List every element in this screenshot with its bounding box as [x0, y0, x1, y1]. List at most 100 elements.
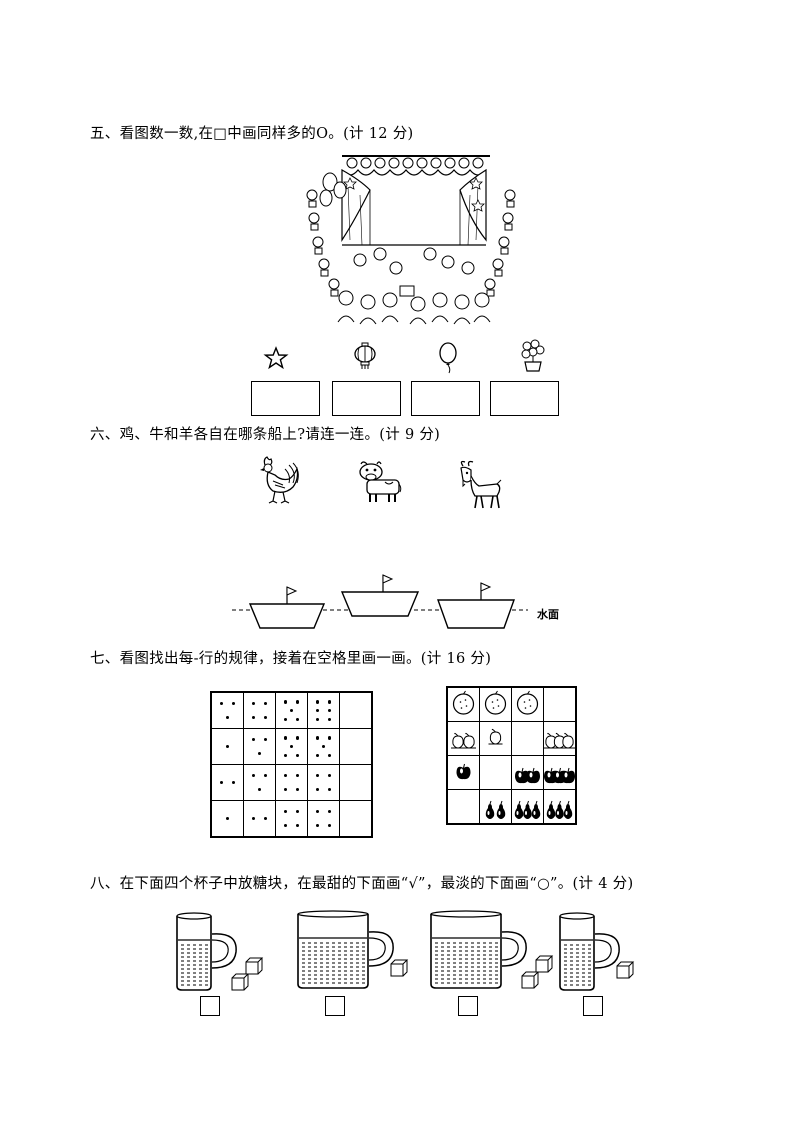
dot [225, 744, 230, 749]
fruit-grid-row [446, 686, 577, 722]
dot-cell [276, 729, 307, 764]
peach-icon [488, 728, 503, 745]
dot [263, 816, 268, 821]
cow-icon[interactable] [355, 460, 403, 504]
dot [283, 753, 288, 757]
blank-cell[interactable] [340, 729, 371, 764]
fruit-cell [448, 722, 479, 755]
boats-illustration [232, 574, 528, 629]
sugar-cup-3 [430, 910, 554, 989]
dot [315, 773, 320, 778]
dot [295, 717, 300, 721]
dot [283, 717, 288, 721]
apple-icon [456, 763, 471, 780]
water-surface-label: 水面 [537, 608, 559, 621]
dot [289, 744, 294, 749]
dot [263, 715, 268, 720]
dot-cell [308, 729, 339, 764]
blank-cell[interactable] [448, 790, 479, 823]
fruit-cell [544, 790, 575, 823]
fruit-grid-row [446, 755, 577, 790]
dot [327, 823, 332, 828]
dot [295, 736, 300, 740]
dot [327, 753, 332, 757]
sugar-cube-icon [616, 961, 635, 979]
dot [321, 744, 326, 749]
answer-box-cup-2[interactable] [325, 996, 345, 1016]
dot [327, 708, 332, 713]
dot [219, 780, 224, 785]
blank-cell[interactable] [340, 801, 371, 836]
dot [283, 773, 288, 778]
pear-icon [485, 800, 506, 819]
fruit-cell [544, 756, 575, 789]
lantern-icon [354, 342, 376, 369]
fruit-cell [512, 790, 543, 823]
dot-grid-row [210, 728, 373, 765]
dot [257, 787, 262, 792]
answer-box-lantern[interactable] [332, 381, 401, 416]
sugar-cube-icon [521, 971, 540, 989]
dot [225, 715, 230, 720]
blank-cell[interactable] [544, 688, 575, 721]
dot [251, 701, 256, 706]
blank-cell[interactable] [512, 722, 543, 755]
dot-cell [308, 801, 339, 836]
dot [225, 816, 230, 821]
dot [315, 787, 320, 792]
sugar-cup-1 [176, 912, 264, 991]
star-icon [263, 346, 289, 370]
fruit-grid-row [446, 789, 577, 825]
dot-grid-row [210, 800, 373, 838]
dot [327, 700, 332, 704]
sugar-cube-icon [535, 955, 554, 973]
dot [295, 700, 300, 704]
dot-cell [212, 693, 243, 728]
dot [295, 809, 300, 814]
dot [251, 816, 256, 821]
apple-icon [544, 767, 575, 784]
dot [327, 773, 332, 778]
pear-icon [514, 800, 541, 819]
fruit-cell [544, 722, 575, 755]
blank-cell[interactable] [340, 765, 371, 800]
dot [263, 737, 268, 742]
blank-cell[interactable] [340, 693, 371, 728]
question-7-title: 七、看图找出每-行的规律，接着在空格里画一画。(计 16 分) [90, 651, 492, 667]
answer-box-balloon[interactable] [411, 381, 480, 416]
dot [327, 809, 332, 814]
answer-box-flower-pot[interactable] [490, 381, 559, 416]
answer-box-star[interactable] [251, 381, 320, 416]
dot-cell [212, 729, 243, 764]
answer-box-cup-4[interactable] [583, 996, 603, 1016]
stage-scene-illustration [306, 155, 516, 325]
sugar-cup-2 [297, 910, 409, 989]
dot [283, 700, 288, 704]
blank-cell[interactable] [480, 756, 511, 789]
dot [327, 787, 332, 792]
dot [295, 753, 300, 757]
dot [257, 751, 262, 756]
dot [315, 823, 320, 828]
dot [295, 787, 300, 792]
dot [283, 736, 288, 740]
answer-box-cup-1[interactable] [200, 996, 220, 1016]
dot-cell [276, 801, 307, 836]
peach-icon [544, 732, 575, 749]
goat-icon[interactable] [455, 460, 505, 510]
dot-grid-row [210, 691, 373, 729]
dot [263, 701, 268, 706]
pear-icon [546, 800, 573, 819]
dot [283, 787, 288, 792]
flower-pot-icon [521, 339, 545, 372]
dot-cell [244, 693, 275, 728]
dot-cell [244, 729, 275, 764]
dot [327, 717, 332, 721]
rooster-icon[interactable] [253, 455, 303, 505]
dot-cell [308, 765, 339, 800]
balloon-icon [439, 342, 457, 374]
answer-box-cup-3[interactable] [458, 996, 478, 1016]
dot [289, 708, 294, 713]
dot-cell [244, 765, 275, 800]
fruit-cell [480, 790, 511, 823]
